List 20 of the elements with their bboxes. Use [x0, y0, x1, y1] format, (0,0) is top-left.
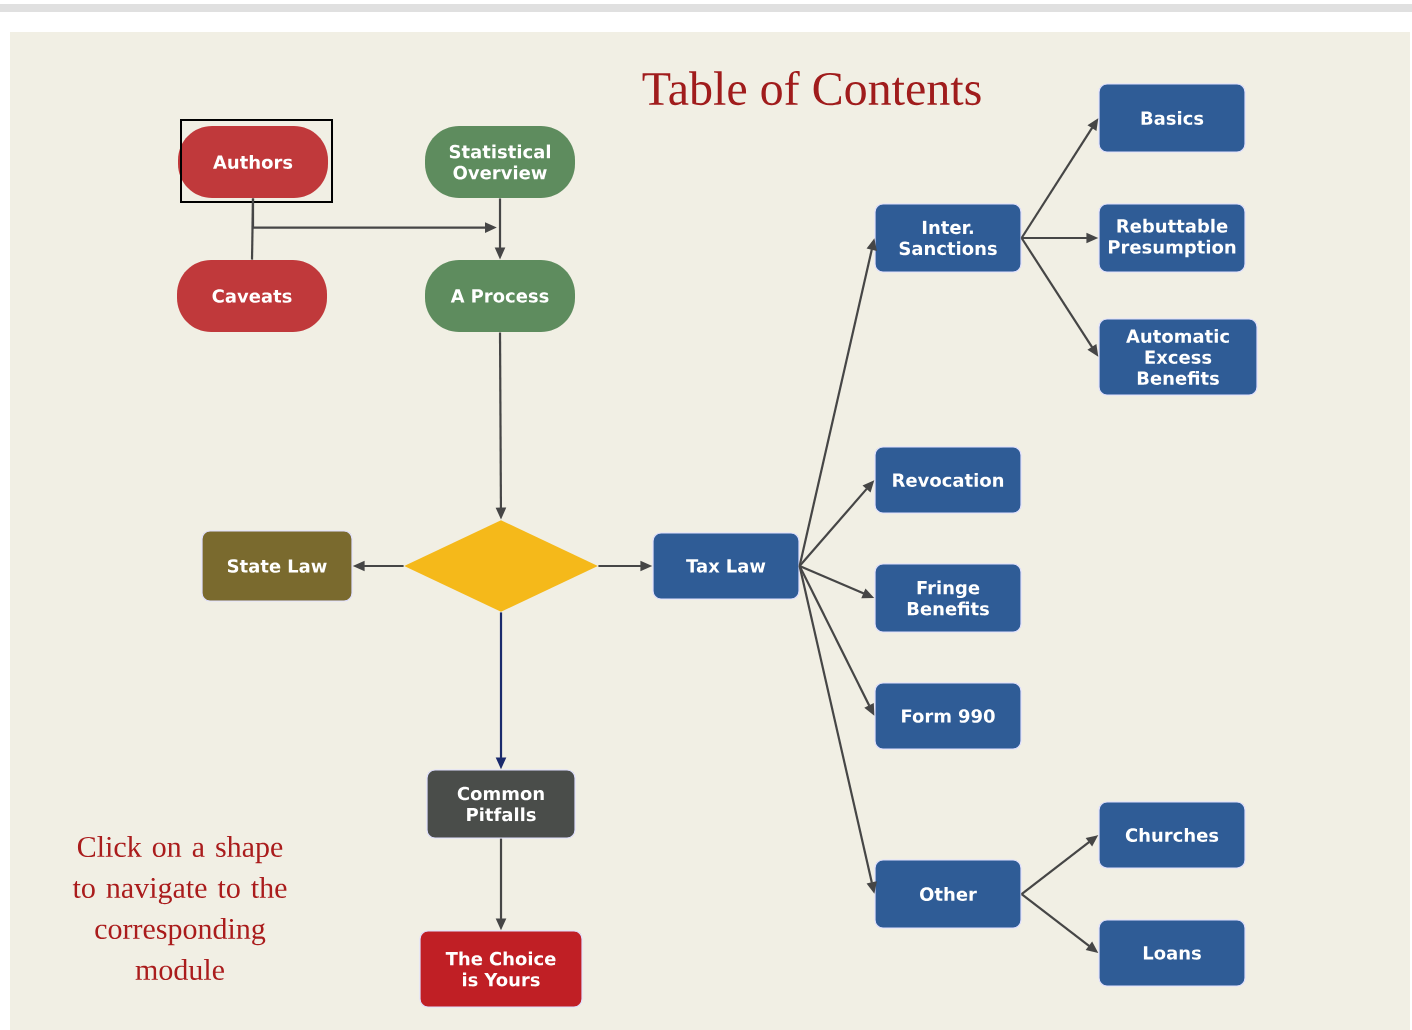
- process-box: Churches: [1098, 801, 1246, 869]
- process-box: Revocation: [874, 446, 1022, 514]
- process-box: Fringe Benefits: [874, 563, 1022, 633]
- process-box: Automatic Excess Benefits: [1098, 318, 1258, 396]
- title: Table of Contents: [642, 70, 981, 106]
- process-box: Inter. Sanctions: [874, 203, 1022, 273]
- process-box: Tax Law: [652, 532, 800, 600]
- process-box: The Choice is Yours: [419, 930, 583, 1008]
- process-box: Basics: [1098, 83, 1246, 153]
- decision-diamond: [404, 520, 598, 612]
- process-box: Rebuttable Presumption: [1098, 203, 1246, 273]
- process-box: Form 990: [874, 682, 1022, 750]
- rounded-button: Statistical Overview: [425, 126, 575, 198]
- rounded-button: A Process: [425, 260, 575, 332]
- process-box: State Law: [201, 530, 353, 602]
- instruction-text: Click on a shape to navigate to the corresponding module: [72, 836, 287, 981]
- rounded-button: Caveats: [177, 260, 327, 332]
- process-box: Other: [874, 859, 1022, 929]
- process-box: Loans: [1098, 919, 1246, 987]
- process-box: Common Pitfalls: [426, 769, 576, 839]
